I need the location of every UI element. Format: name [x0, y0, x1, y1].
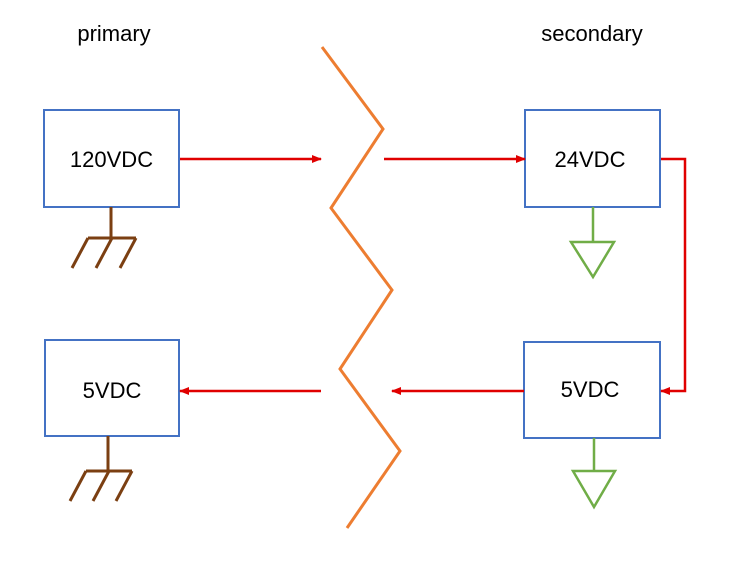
chassis-ground-icon [68, 436, 134, 502]
secondary-24vdc-box: 24VDC [524, 109, 661, 208]
primary-120vdc-box: 120VDC [43, 109, 180, 208]
box-label: 5VDC [83, 378, 142, 403]
signal-ground-icon [568, 207, 617, 280]
signal-ground-icon [570, 438, 618, 510]
arrow-24vdc-to-secondary-5vdc [660, 157, 687, 395]
box-label: 5VDC [561, 377, 620, 402]
chassis-ground-icon [70, 207, 138, 269]
box-label: 24VDC [555, 147, 626, 172]
box-label: 120VDC [70, 147, 153, 172]
secondary-side-label: secondary [541, 21, 643, 46]
isolation-barrier [320, 46, 402, 529]
secondary-5vdc-box: 5VDC [523, 341, 661, 439]
primary-side-label: primary [77, 21, 150, 46]
primary-5vdc-box: 5VDC [44, 339, 180, 437]
